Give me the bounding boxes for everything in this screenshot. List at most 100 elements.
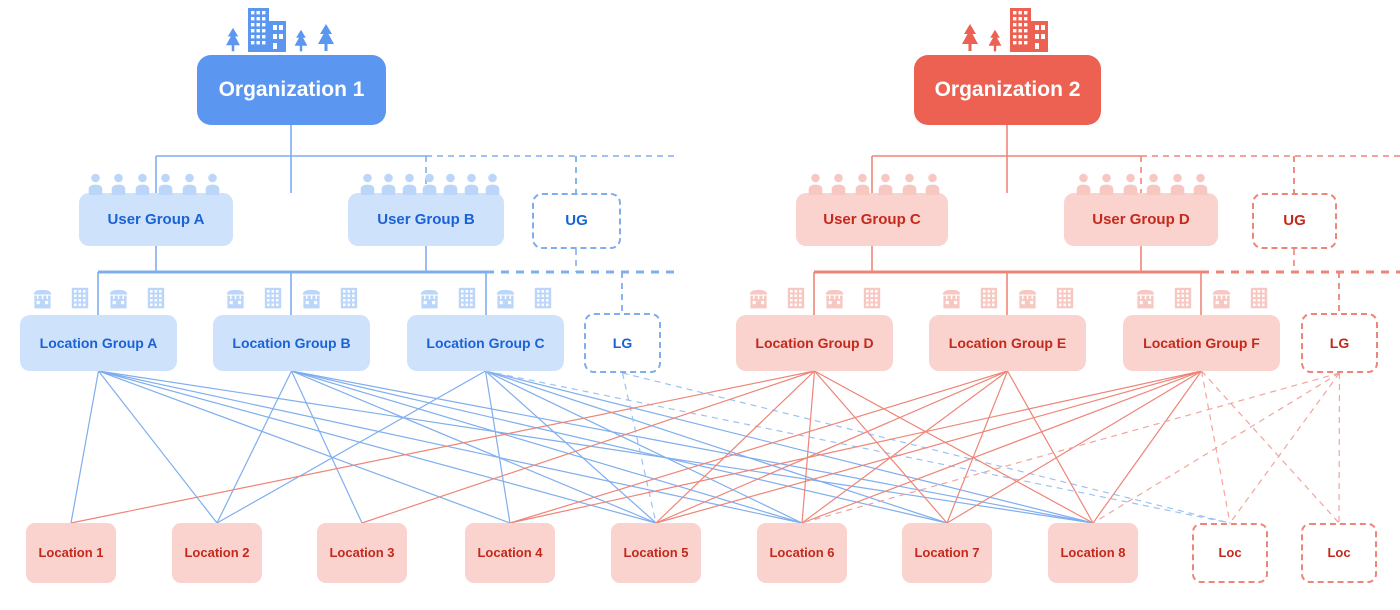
- mesh-link-lgb-loc8: [291, 370, 1094, 524]
- mesh-link-lgc-loc2: [216, 370, 486, 524]
- person-icon: [135, 173, 150, 195]
- mesh-link-lgy-loc8: [1092, 372, 1340, 524]
- location-node-loc2[interactable]: Location 2: [172, 523, 262, 583]
- location-node-loc6[interactable]: Location 6: [757, 523, 847, 583]
- mesh-link-lgy-loc9: [1229, 372, 1340, 524]
- location-node-loc7[interactable]: Location 7: [902, 523, 992, 583]
- mesh-link-lgb-loc2: [216, 370, 293, 524]
- user-group-label: UG: [565, 212, 588, 230]
- person-icon: [444, 173, 458, 195]
- person-icon: [1123, 173, 1138, 195]
- office-icon: [1250, 287, 1268, 309]
- location-node-loc10[interactable]: Loc: [1301, 523, 1377, 583]
- people-icon-cluster: [360, 173, 500, 195]
- shop-icon: [420, 289, 439, 309]
- location-node-loc4[interactable]: Location 4: [465, 523, 555, 583]
- mesh-link-lga-loc1: [70, 370, 100, 524]
- location-group-node-lga[interactable]: Location Group A: [20, 315, 177, 371]
- location-group-node-lgf[interactable]: Location Group F: [1123, 315, 1280, 371]
- office-icon: [340, 287, 358, 309]
- user-group-node-ugc[interactable]: User Group C: [796, 193, 948, 246]
- person-icon: [1170, 173, 1184, 195]
- mesh-link-lgc-loc6: [485, 370, 803, 524]
- person-icon: [464, 173, 479, 195]
- person-icon: [925, 173, 940, 195]
- building-icon-cluster: [749, 287, 881, 309]
- person-icon: [1146, 173, 1161, 195]
- mesh-link-lgb-loc7: [291, 370, 948, 524]
- mesh-link-lgy-loc10: [1338, 372, 1341, 524]
- office-icon: [534, 287, 552, 309]
- building-icon-cluster: [226, 287, 358, 309]
- person-icon: [1076, 173, 1091, 195]
- shop-icon: [1136, 289, 1155, 309]
- person-icon: [485, 173, 500, 195]
- location-group-label: Location Group F: [1143, 334, 1260, 351]
- shop-icon: [749, 289, 768, 309]
- location-group-node-lgb[interactable]: Location Group B: [213, 315, 370, 371]
- location-node-loc1[interactable]: Location 1: [26, 523, 116, 583]
- location-group-node-lgy[interactable]: LG: [1301, 313, 1378, 373]
- location-label: Location 8: [1060, 544, 1126, 560]
- user-group-node-ugb[interactable]: User Group B: [348, 193, 504, 246]
- location-label: Location 5: [623, 544, 689, 560]
- user-group-node-ugx[interactable]: UG: [532, 193, 621, 249]
- mesh-link-lgc-loc7: [485, 370, 948, 524]
- tree-icon: [962, 24, 978, 51]
- location-group-node-lgd[interactable]: Location Group D: [736, 315, 893, 371]
- tree-icon: [226, 27, 240, 52]
- mesh-link-lgd-loc5: [655, 370, 815, 524]
- mesh-link-lgf-loc9: [1200, 370, 1231, 524]
- org-node-org2[interactable]: Organization 2: [914, 55, 1101, 125]
- office-icon: [981, 287, 998, 309]
- shop-icon: [1018, 289, 1036, 309]
- mesh-link-lge-loc6: [801, 370, 1008, 524]
- mesh-link-lge-loc4: [509, 370, 1008, 524]
- org-skyline-icons: [222, 7, 337, 53]
- location-label: Location 2: [184, 544, 250, 560]
- user-group-node-ugd[interactable]: User Group D: [1064, 193, 1218, 246]
- org-node-org1[interactable]: Organization 1: [197, 55, 386, 125]
- location-label: Location 3: [329, 544, 395, 560]
- location-node-loc3[interactable]: Location 3: [317, 523, 407, 583]
- location-label: Loc: [1218, 544, 1242, 560]
- person-icon: [88, 173, 103, 195]
- mesh-link-lgd-loc3: [361, 370, 815, 524]
- user-group-node-ugy[interactable]: UG: [1252, 193, 1337, 249]
- office-building-icon: [248, 8, 286, 52]
- people-icon-cluster: [88, 173, 220, 195]
- user-group-label: User Group C: [823, 210, 921, 228]
- tree-icon: [294, 29, 308, 52]
- shop-icon: [302, 289, 320, 309]
- office-icon: [788, 287, 805, 309]
- tree-icon: [318, 24, 334, 51]
- person-icon: [902, 173, 916, 195]
- location-group-label: LG: [1329, 334, 1350, 351]
- people-icon-cluster: [808, 173, 940, 195]
- mesh-link-lgd-loc6: [801, 370, 816, 524]
- mesh-link-lgf-loc10: [1201, 370, 1340, 524]
- mesh-link-lga-loc5: [98, 370, 657, 524]
- mesh-link-lgd-loc7: [814, 370, 948, 524]
- location-node-loc9[interactable]: Loc: [1192, 523, 1268, 583]
- person-icon: [878, 173, 893, 195]
- person-icon: [1193, 173, 1208, 195]
- building-icon-cluster: [33, 287, 165, 309]
- person-icon: [423, 173, 437, 195]
- mesh-link-lgb-loc6: [291, 370, 803, 524]
- location-group-node-lgc[interactable]: Location Group C: [407, 315, 564, 371]
- location-node-loc5[interactable]: Location 5: [611, 523, 701, 583]
- location-group-node-lge[interactable]: Location Group E: [929, 315, 1086, 371]
- building-icon-cluster: [420, 287, 552, 309]
- shop-icon: [33, 289, 52, 309]
- location-group-node-lgx[interactable]: LG: [584, 313, 661, 373]
- shop-icon: [942, 289, 961, 309]
- people-icon-cluster: [1076, 173, 1208, 195]
- location-node-loc8[interactable]: Location 8: [1048, 523, 1138, 583]
- shop-icon: [226, 289, 245, 309]
- shop-icon: [825, 289, 843, 309]
- office-icon: [265, 287, 282, 309]
- user-group-node-uga[interactable]: User Group A: [79, 193, 233, 246]
- mesh-link-lgb-loc3: [290, 370, 363, 524]
